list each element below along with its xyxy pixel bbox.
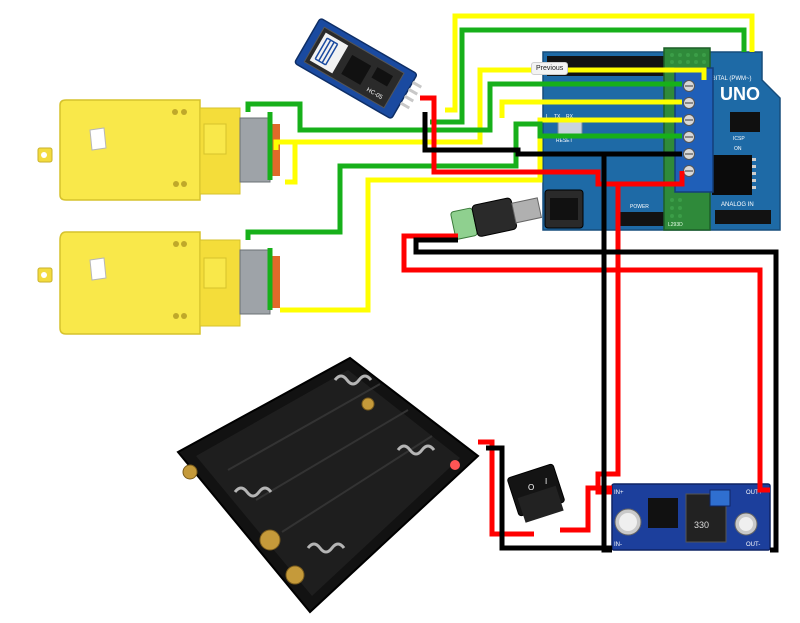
shield-label: L293D [668,222,683,228]
dc-power-plug [450,197,543,240]
switch-off-mark: O [528,483,534,492]
analog-label: ANALOG IN [721,202,754,208]
rx-led-label: RX [566,114,574,120]
wire-black-bt-gnd [422,112,682,157]
shield-pads [670,53,706,218]
reset-label: RESET [556,138,573,144]
wire-red-battery [478,439,534,537]
wires [245,13,779,553]
bluetooth-module: HC-05 [294,18,423,119]
out-minus-label: OUT- [746,542,760,548]
battery-springs [233,374,436,554]
inductor-code: 330 [694,520,709,530]
wire-yellow-motor1-tail [285,142,298,185]
battery-slot-dividers [227,383,433,533]
in-minus-label: IN- [614,542,622,548]
on-led-label: ON [734,146,742,152]
wire-yellow-motor1 [273,67,707,150]
battery-holder [176,356,480,614]
icsp-label: ICSP [733,136,745,142]
dc-motor-top [37,99,280,201]
previous-tooltip: Previous [531,62,569,75]
arduino-uno-board: AREF GND DIGITAL (PWM~) UNO L TX RX RESE… [542,51,781,231]
wire-green-bt [430,27,747,125]
wire-black-plug [413,237,779,553]
power-header [620,212,676,226]
atmega-chip [712,155,752,195]
wire-green-motor2 [245,121,682,240]
switch-on-mark: I [545,477,547,486]
out-plus-label: OUT+ [746,490,763,496]
wire-red-bt-vcc [420,95,685,187]
wire-red-plug [401,233,770,493]
buck-regulator: 330 OUT+ OUT- IN+ IN- [611,483,771,551]
wire-yellow-bt [445,13,755,113]
wire-yellow-shield [499,99,682,118]
analog-header [715,210,771,224]
wire-green-motor1 [245,81,682,133]
uno-brand: UNO [720,84,760,104]
rocker-switch: O I [507,463,565,523]
power-label: POWER [630,204,649,210]
wire-red-switch [560,485,612,533]
bluetooth-pins [399,80,423,110]
dc-motor-bottom [37,231,280,335]
tx-led-label: TX [554,114,561,120]
terminal-screws [683,80,695,177]
pwm-label: DIGITAL (PWM~) [705,76,752,82]
l-led-label: L [546,114,549,120]
icsp-header [730,112,760,132]
wire-yellow-motor2 [280,117,682,313]
in-plus-label: IN+ [614,490,624,496]
wire-black-battery [486,445,612,551]
